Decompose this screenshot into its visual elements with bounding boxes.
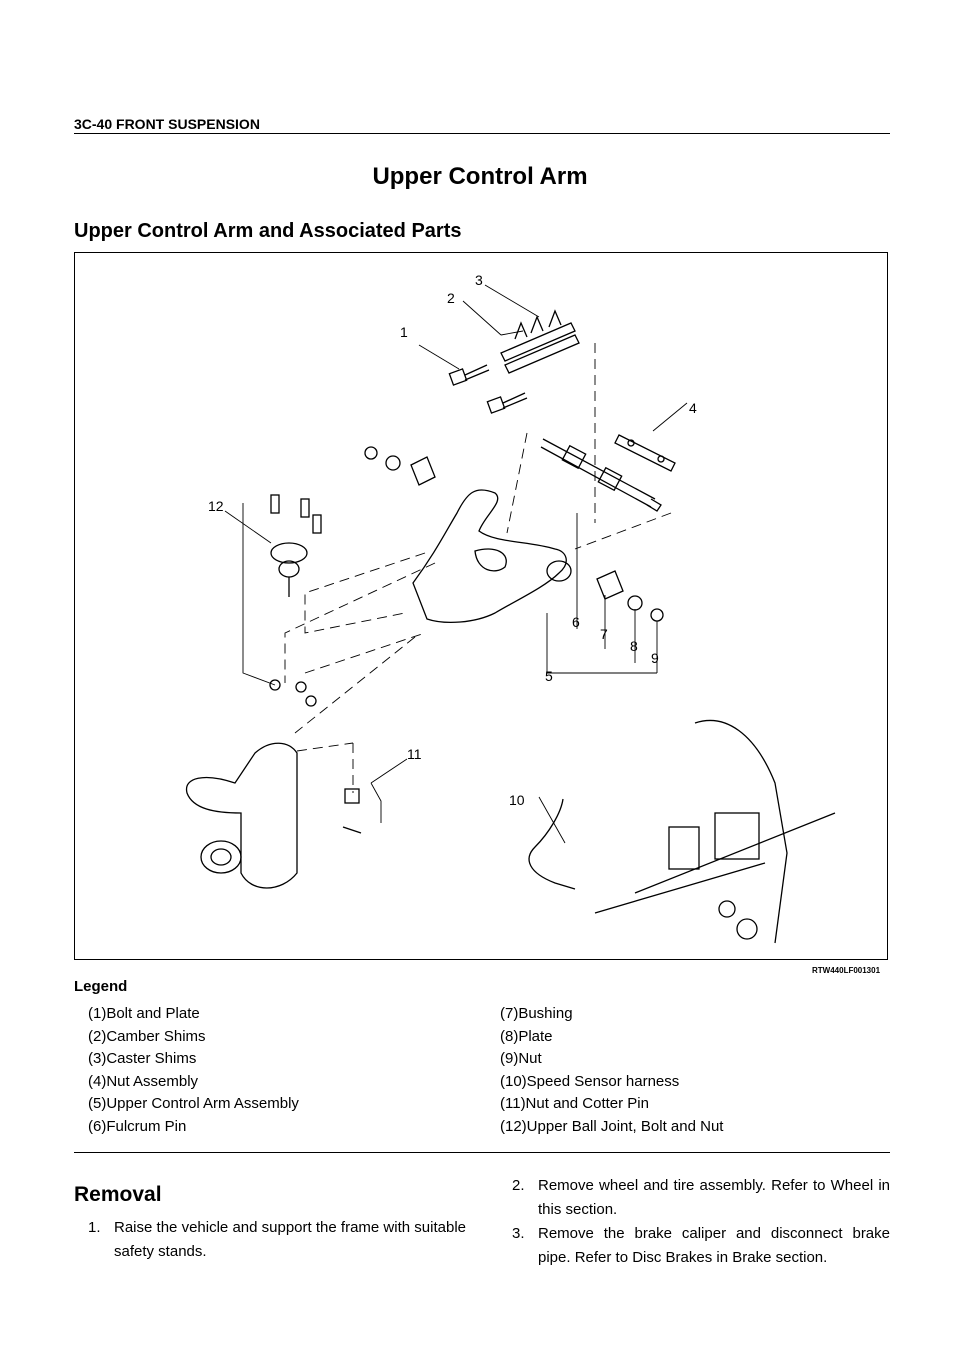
ball-joint-illustration [270, 494, 322, 597]
callout-7: 7 [600, 626, 608, 642]
leader-1 [418, 344, 460, 370]
removal-step-2: 2. Remove wheel and tire assembly. Refer… [512, 1174, 890, 1222]
section-subtitle: Upper Control Arm and Associated Parts [74, 220, 462, 242]
callout-5: 5 [545, 668, 553, 684]
callout-11: 11 [407, 746, 422, 762]
cotter-nut-illustration [342, 788, 362, 834]
step-text: Raise the vehicle and support the frame … [114, 1219, 466, 1260]
legend-item: (3)Caster Shims [88, 1050, 197, 1067]
legend-left-column: (1)Bolt and Plate (2)Camber Shims (3)Cas… [88, 1003, 299, 1138]
legend-item: (2)Camber Shims [88, 1027, 206, 1045]
bolt-illustration [448, 364, 528, 414]
section-rule [74, 1152, 890, 1153]
leader-10 [538, 796, 566, 844]
callout-9: 9 [651, 650, 659, 666]
legend-title: Legend [74, 978, 128, 995]
exploded-diagram-drawing: 1 2 3 4 5 6 7 8 9 10 11 12 [185, 272, 836, 944]
ball-joint-nuts-illustration [269, 679, 317, 707]
callout-6: 6 [572, 614, 580, 630]
legend-item: (12)Upper Ball Joint, Bolt and Nut [500, 1117, 724, 1135]
leader-12 [224, 510, 272, 544]
step-number: 1. [88, 1219, 101, 1236]
figure-code: RTW440LF001301 [812, 966, 881, 975]
leader-4 [652, 402, 688, 432]
callout-2: 2 [447, 290, 455, 306]
callout-8: 8 [630, 638, 638, 654]
camber-shims-illustration [500, 309, 580, 374]
legend-item: (10)Speed Sensor harness [500, 1072, 680, 1090]
header-rule [74, 133, 890, 134]
removal-step-1: 1. Raise the vehicle and support the fra… [88, 1216, 466, 1264]
legend-item: (9)Nut [500, 1050, 542, 1067]
removal-step-3: 3. Remove the brake caliper and disconne… [512, 1222, 890, 1270]
callout-1: 1 [400, 324, 408, 340]
speed-sensor-inset-illustration [528, 719, 836, 944]
removal-heading: Removal [74, 1183, 162, 1206]
callout-10: 10 [509, 792, 525, 808]
legend-item: (7)Bushing [500, 1005, 573, 1022]
callout-4: 4 [689, 400, 697, 416]
fulcrum-pin-illustration [540, 438, 662, 512]
legend-item: (5)Upper Control Arm Assembly [88, 1095, 299, 1112]
legend-item: (8)Plate [500, 1027, 553, 1045]
bushing-plate-nut-illustration [596, 570, 664, 622]
legend-item: (1)Bolt and Plate [88, 1005, 200, 1022]
callout-12: 12 [208, 498, 224, 514]
legend-right-column: (7)Bushing (8)Plate (9)Nut (10)Speed Sen… [500, 1003, 723, 1138]
step-text: Remove the brake caliper and disconnect … [538, 1225, 890, 1266]
control-arm-illustration [412, 489, 572, 623]
leader-3 [484, 284, 540, 318]
page-title: Upper Control Arm [372, 163, 588, 190]
legend-item: (6)Fulcrum Pin [88, 1117, 187, 1135]
legend-item: (11)Nut and Cotter Pin [500, 1095, 649, 1112]
nut-assembly-illustration [614, 434, 676, 472]
step-number: 3. [512, 1225, 525, 1242]
exploded-diagram: 1 2 3 4 5 6 7 8 9 10 11 12 [74, 252, 888, 960]
page-header: 3C-40 FRONT SUSPENSION [74, 116, 260, 132]
leader-2 [462, 300, 524, 336]
legend-item: (4)Nut Assembly [88, 1072, 199, 1090]
knuckle-illustration [185, 742, 298, 889]
step-number: 2. [512, 1177, 525, 1194]
leader-11 [370, 758, 408, 823]
step-text: Remove wheel and tire assembly. Refer to… [538, 1177, 890, 1218]
callout-3: 3 [475, 272, 483, 288]
bushing-illustration [364, 446, 436, 486]
